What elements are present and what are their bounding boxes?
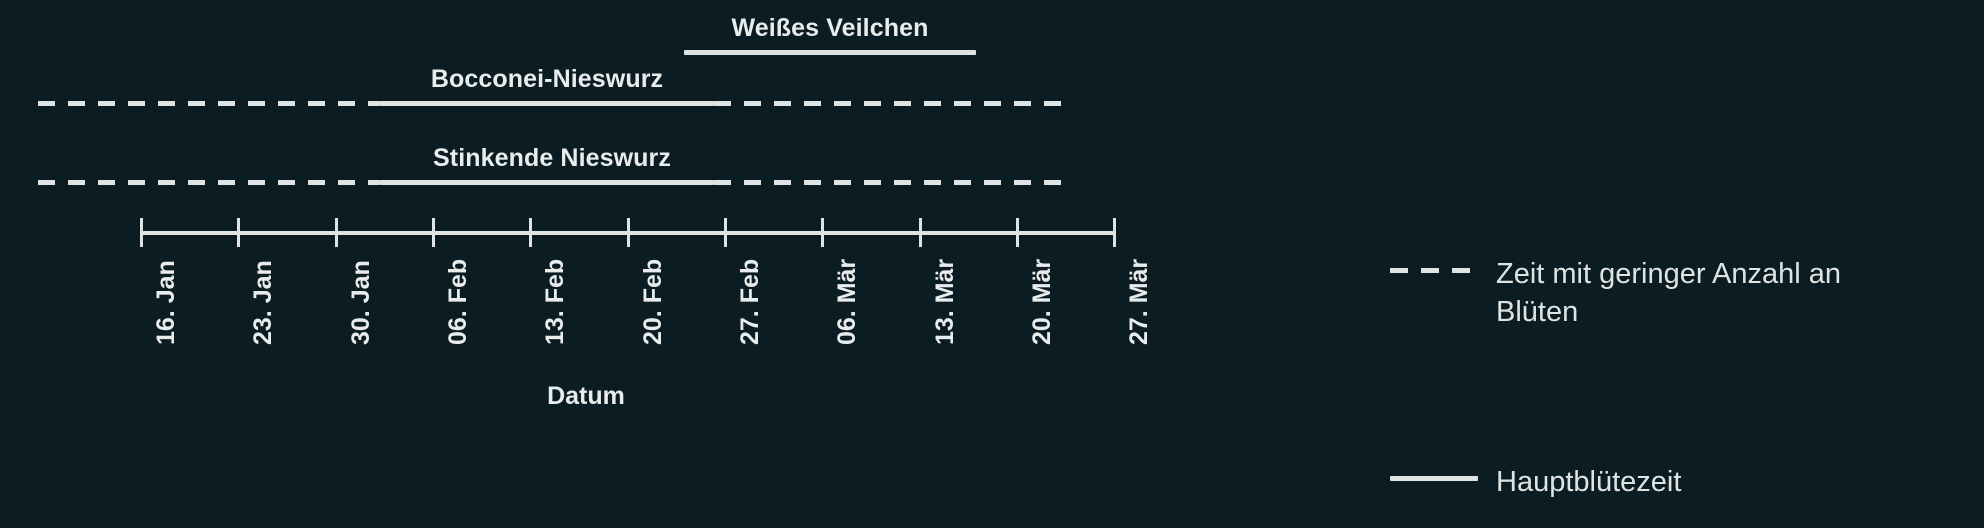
x-axis-tick bbox=[724, 218, 727, 247]
bar-segment-low-bloom bbox=[714, 101, 1064, 106]
x-axis-tick bbox=[919, 218, 922, 247]
x-axis-tick-label: 27. Mär bbox=[1125, 258, 1153, 345]
legend-label: Zeit mit geringer Anzahl an Blüten bbox=[1496, 258, 1841, 328]
series-label-stinkende-nieswurz: Stinkende Nieswurz bbox=[433, 144, 671, 172]
x-axis-tick bbox=[140, 218, 143, 247]
x-axis-tick-label: 13. Mär bbox=[931, 258, 959, 345]
x-axis-tick bbox=[529, 218, 532, 247]
series-label-bocconei-nieswurz: Bocconei-Nieswurz bbox=[430, 65, 664, 93]
x-axis-tick bbox=[432, 218, 435, 247]
bar-segment-main-bloom bbox=[380, 101, 714, 106]
x-axis-tick-label: 23. Jan bbox=[249, 260, 277, 345]
solid-line-icon bbox=[1390, 476, 1478, 481]
bar-segment-main-bloom bbox=[380, 180, 714, 185]
bar-segment-low-bloom bbox=[38, 180, 380, 185]
series-label-weisses-veilchen: Weißes Veilchen bbox=[731, 14, 929, 42]
x-axis-tick-label: 20. Feb bbox=[639, 258, 667, 345]
dashed-line-icon bbox=[1390, 268, 1478, 273]
x-axis-tick-label: 16. Jan bbox=[152, 260, 180, 345]
bar-segment-main-bloom bbox=[684, 50, 976, 55]
x-axis-tick-label: 06. Feb bbox=[444, 258, 472, 345]
x-axis-tick bbox=[1016, 218, 1019, 247]
x-axis-tick-label: 30. Jan bbox=[347, 260, 375, 345]
x-axis-tick-label: 20. Mär bbox=[1028, 258, 1056, 345]
legend-item-main-bloom[interactable]: Hauptblütezeit bbox=[1390, 463, 1681, 501]
x-axis-tick bbox=[627, 218, 630, 247]
x-axis-tick bbox=[821, 218, 824, 247]
bar-segment-low-bloom bbox=[714, 180, 1064, 185]
x-axis-tick-label: 13. Feb bbox=[541, 258, 569, 345]
x-axis-tick-label: 27. Feb bbox=[736, 258, 764, 345]
x-axis-title: Datum bbox=[547, 382, 625, 410]
x-axis-tick bbox=[335, 218, 338, 247]
bar-segment-low-bloom bbox=[38, 101, 380, 106]
x-axis-tick bbox=[237, 218, 240, 247]
x-axis-tick bbox=[1113, 218, 1116, 247]
legend-label: Hauptblütezeit bbox=[1496, 466, 1682, 498]
x-axis-tick-label: 06. Mär bbox=[833, 258, 861, 345]
legend-item-low-bloom[interactable]: Zeit mit geringer Anzahl an Blüten bbox=[1390, 255, 1926, 331]
